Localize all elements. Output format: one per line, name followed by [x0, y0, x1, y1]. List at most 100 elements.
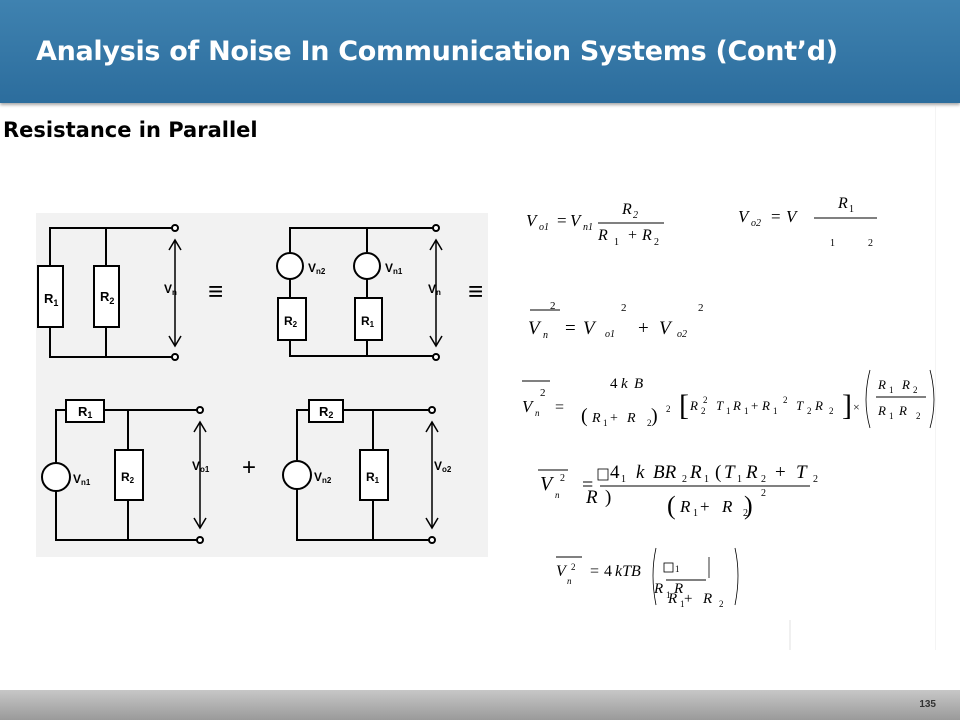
svg-text:(: (	[715, 462, 721, 483]
svg-text:2: 2	[807, 406, 812, 416]
svg-text:2: 2	[550, 300, 556, 312]
label-r2-d: R2	[319, 404, 333, 420]
svg-text:): )	[651, 405, 658, 427]
svg-text:T: T	[796, 462, 808, 483]
noise-source-vn1	[41, 462, 71, 492]
svg-text:2: 2	[682, 474, 687, 485]
svg-text:V: V	[570, 211, 583, 230]
svg-text:R: R	[837, 195, 848, 212]
svg-text:R: R	[653, 581, 663, 597]
svg-text:n1: n1	[583, 222, 593, 233]
svg-text:R: R	[667, 591, 677, 607]
svg-text:R: R	[621, 201, 632, 218]
equation-vo2: V o2 = V R 1 1 2	[738, 195, 877, 249]
svg-text:V: V	[526, 211, 539, 230]
svg-text:2: 2	[654, 237, 659, 248]
plus-symbol: +	[242, 454, 256, 481]
equation-vn-expanded: 2 V n = 4 k B ( R 1 + R 2 ) 2 [ R 2 2 T …	[522, 369, 935, 429]
noise-source-vn2	[282, 460, 312, 490]
svg-text:(: (	[667, 491, 676, 520]
svg-text:1: 1	[621, 474, 626, 485]
svg-text:2: 2	[698, 302, 704, 314]
circuit-noise-sources	[276, 224, 443, 361]
svg-text:R: R	[877, 377, 886, 392]
svg-text:=: =	[557, 211, 567, 230]
svg-text:V: V	[528, 318, 542, 339]
svg-text:1: 1	[680, 599, 685, 609]
resistor-r2	[277, 297, 307, 341]
svg-text:R: R	[898, 403, 907, 418]
svg-text:4: 4	[604, 563, 612, 580]
svg-text:=: =	[590, 563, 599, 580]
label-r1: R1	[44, 291, 58, 308]
label-vn-1: Vn	[164, 282, 177, 297]
svg-text:R: R	[591, 411, 601, 426]
svg-text:2: 2	[761, 474, 766, 485]
circuit-background	[36, 213, 488, 557]
equation-vo1: V o1 = V n1 R 2 R 1 + R 2	[526, 201, 664, 248]
svg-text:R: R	[679, 497, 691, 516]
svg-text:1: 1	[737, 474, 742, 485]
svg-text:n: n	[535, 408, 540, 418]
svg-text:R: R	[877, 403, 886, 418]
label-r1-d: R1	[366, 470, 380, 485]
svg-text:2: 2	[868, 238, 873, 249]
svg-text:2: 2	[560, 473, 565, 484]
svg-text:1: 1	[726, 406, 731, 416]
svg-text:kTB: kTB	[615, 563, 641, 580]
svg-text:1: 1	[675, 564, 680, 574]
svg-text:n: n	[555, 490, 560, 500]
svg-text:×: ×	[853, 400, 860, 414]
label-vn-2: Vn	[428, 282, 441, 297]
equation-vn-squared: 2 V n = V o1 2 + V o2 2	[528, 300, 704, 341]
svg-text:R: R	[626, 411, 636, 426]
svg-text:[: [	[679, 389, 689, 422]
circuit-parallel-resistors	[37, 224, 182, 361]
svg-text:V: V	[540, 473, 555, 495]
svg-text:+: +	[700, 497, 710, 516]
svg-text:2: 2	[621, 302, 627, 314]
circuit-diagrams: R1 R2 Vn ≡ Vn2 Vn1 R2 R1 Vn ≡	[36, 213, 488, 557]
svg-text:2: 2	[761, 488, 766, 499]
svg-text:R: R	[732, 398, 741, 413]
svg-text:2: 2	[719, 599, 724, 609]
svg-text:B: B	[634, 376, 643, 392]
svg-text:o2: o2	[677, 329, 687, 340]
svg-text:o1: o1	[605, 329, 615, 340]
svg-text:V: V	[522, 397, 535, 416]
resistor-r2	[93, 265, 120, 328]
svg-text:(: (	[581, 405, 588, 427]
svg-text:n: n	[543, 330, 548, 341]
svg-text:k: k	[636, 462, 645, 483]
svg-text:R: R	[745, 462, 758, 483]
svg-text:=: =	[565, 318, 576, 339]
label-r2: R2	[100, 289, 114, 306]
svg-text:2: 2	[703, 395, 708, 405]
svg-text:1: 1	[603, 418, 608, 428]
noise-source-vn1	[353, 252, 381, 280]
label-vo1: Vo1	[192, 459, 210, 474]
svg-text:V: V	[583, 318, 597, 339]
label-vn2-d: Vn2	[314, 470, 332, 485]
label-r1-b: R1	[361, 314, 375, 329]
svg-text:]: ]	[842, 389, 852, 422]
svg-text:1: 1	[614, 237, 619, 248]
svg-text:2: 2	[743, 508, 748, 519]
circuit-vn1-component	[41, 399, 207, 544]
svg-text:1: 1	[666, 590, 671, 600]
svg-text:o2: o2	[751, 218, 761, 229]
svg-text:): )	[744, 491, 753, 520]
svg-text:): )	[605, 487, 611, 508]
svg-text:1: 1	[693, 508, 698, 519]
resistor-r1	[354, 297, 383, 341]
svg-text:1: 1	[830, 238, 835, 249]
label-r1-c: R1	[78, 404, 92, 420]
svg-text:+: +	[628, 227, 637, 244]
svg-text:2: 2	[783, 395, 788, 405]
svg-text:4: 4	[610, 376, 618, 392]
svg-text:R: R	[673, 581, 683, 597]
slide-title: Analysis of Noise In Communication Syste…	[36, 36, 838, 67]
svg-text:1: 1	[704, 474, 709, 485]
svg-text:R: R	[585, 487, 598, 508]
label-vn1: Vn1	[385, 261, 403, 276]
